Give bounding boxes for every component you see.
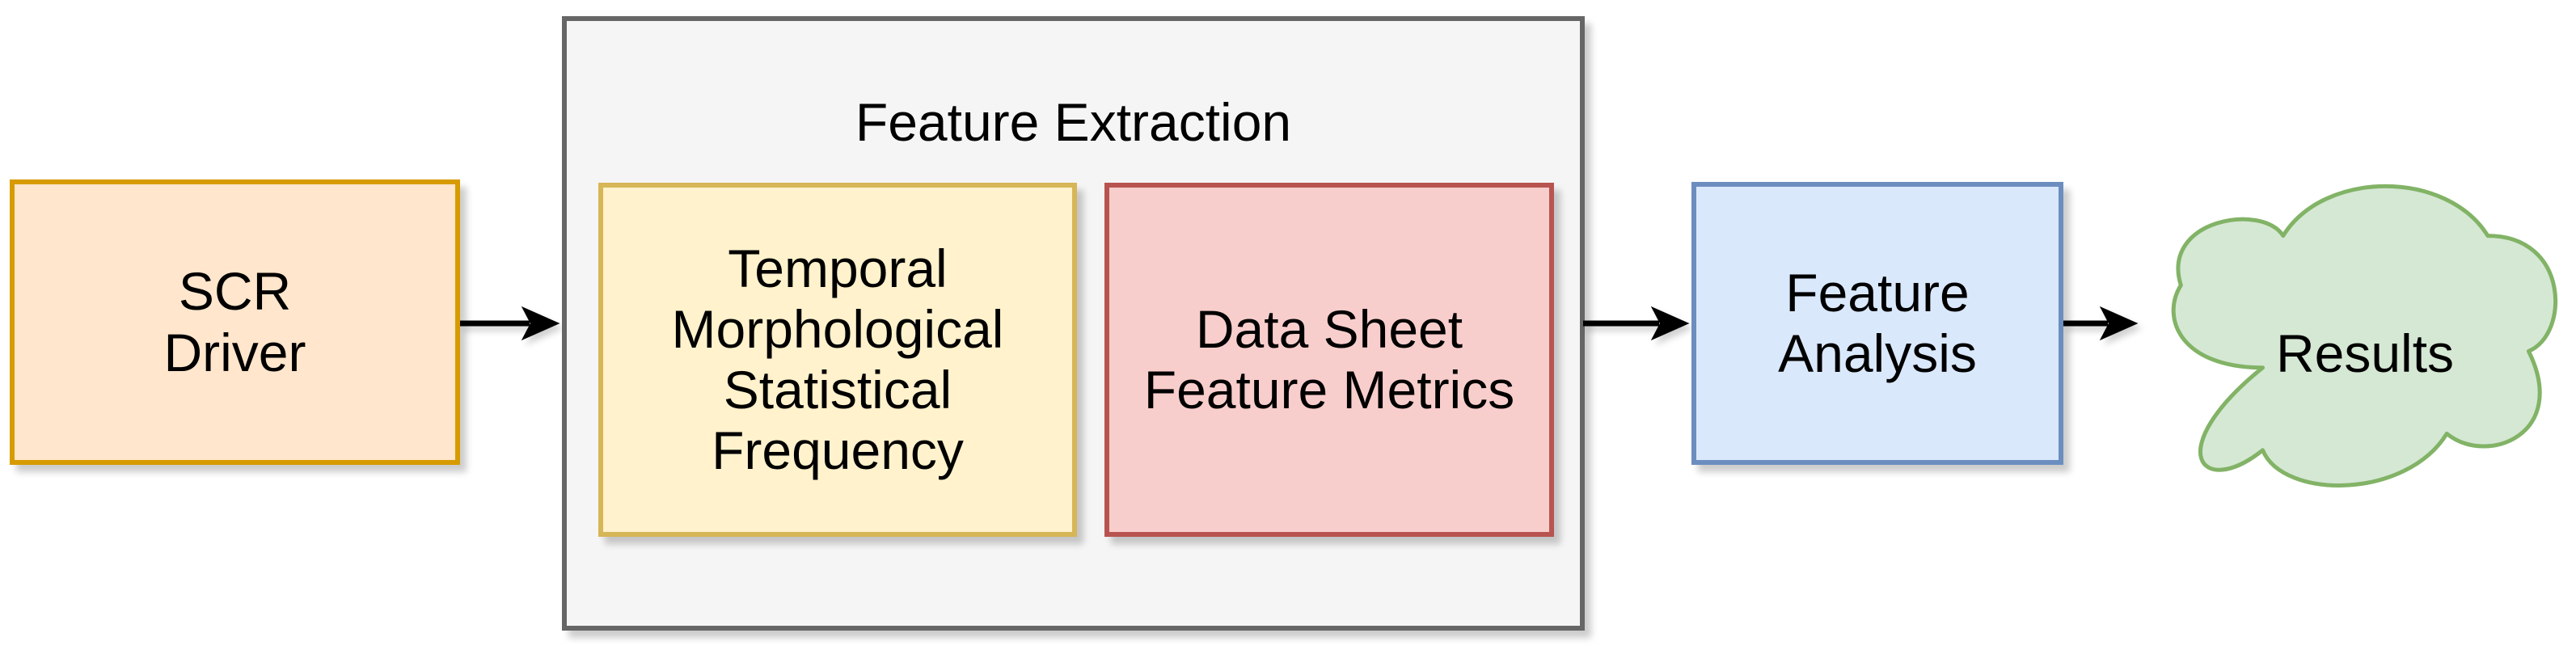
label-line: Temporal (728, 238, 948, 298)
arrow-scr-to-extraction (460, 306, 560, 341)
node-scr-driver-label: SCR Driver (164, 261, 306, 382)
node-temporal-morphological: Temporal Morphological Statistical Frequ… (598, 183, 1077, 537)
label-line: Analysis (1778, 323, 1977, 383)
label-line: Data Sheet (1195, 298, 1463, 359)
node-data-sheet: Data Sheet Feature Metrics (1104, 183, 1554, 537)
node-temporal-label: Temporal Morphological Statistical Frequ… (672, 238, 1004, 482)
arrow-extraction-to-analysis (1583, 306, 1690, 341)
node-scr-driver: SCR Driver (10, 179, 460, 465)
node-feature-analysis-label: Feature Analysis (1778, 263, 1977, 384)
arrow-analysis-to-results (2063, 306, 2139, 341)
label-line: Frequency (712, 420, 964, 481)
label-line: SCR (178, 261, 292, 322)
label-line: Feature (1785, 262, 1970, 323)
label-line: Results (2275, 323, 2455, 384)
label-line: Feature Metrics (1143, 360, 1515, 420)
label-line: Driver (163, 322, 306, 382)
node-results-label: Results (2160, 170, 2570, 500)
label-line: Morphological (671, 298, 1004, 359)
node-feature-analysis: Feature Analysis (1691, 182, 2063, 465)
node-results: Results (2160, 170, 2570, 500)
feature-extraction-title: Feature Extraction (855, 92, 1292, 152)
node-data-sheet-label: Data Sheet Feature Metrics (1144, 299, 1514, 420)
label-line: Statistical (723, 360, 952, 420)
cloud-shape (2160, 170, 2570, 500)
